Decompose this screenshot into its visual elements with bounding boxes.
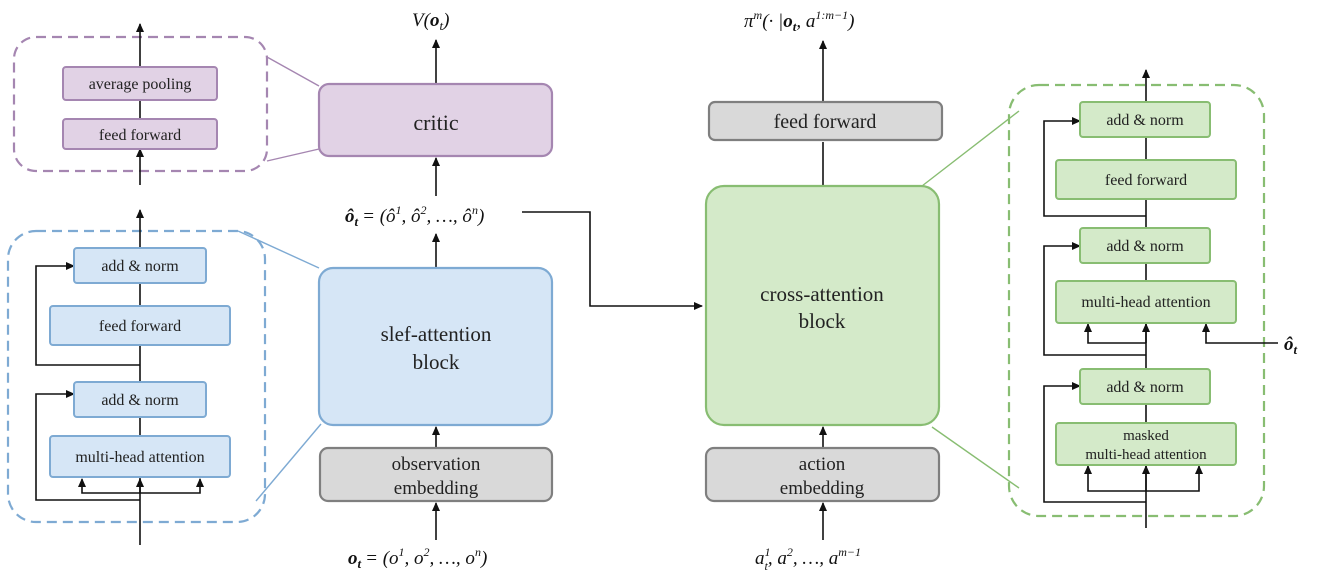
- decoder-side-input: ôt: [1284, 334, 1298, 357]
- critic-ff-box: [62, 118, 218, 150]
- obs-embedding-line1: observation: [392, 454, 481, 475]
- encoder-addnorm-bottom-box: [73, 381, 207, 418]
- critic-output: V(ot): [412, 10, 449, 33]
- encoder-zoom-line-top: [237, 230, 320, 269]
- encoder-detail-panel: add & norm feed forward add & norm multi…: [6, 209, 267, 545]
- decoder-ff-detail-label: feed forward: [1105, 172, 1187, 189]
- encoder-addnorm-bottom-label: add & norm: [101, 392, 179, 409]
- decoder-addnorm-mid-box: [1079, 227, 1211, 264]
- encoder-addnorm-top-box: [73, 247, 207, 284]
- decoder-ff-label: feed forward: [774, 111, 877, 133]
- cross-attention-box: [704, 184, 941, 427]
- encoder-zoom-line-bottom: [255, 423, 322, 502]
- decoder-addnorm-bottom-box: [1079, 368, 1211, 405]
- action-embedding-line1: action: [799, 454, 846, 475]
- obs-embedding-box: [318, 446, 554, 503]
- self-attention-label-line2: block: [413, 350, 460, 374]
- obs-embedding-line2: embedding: [394, 478, 479, 499]
- encoder-ff-label: feed forward: [99, 318, 181, 335]
- decoder-addnorm-top-box: [1079, 101, 1211, 138]
- decoder-masked-line2: multi-head attention: [1085, 447, 1207, 463]
- decoder-mha-label: multi-head attention: [1081, 294, 1210, 311]
- decoder-addnorm-mid-label: add & norm: [1106, 238, 1184, 255]
- decoder-addnorm-bottom-label: add & norm: [1106, 379, 1184, 396]
- critic-zoom-line-top: [266, 56, 320, 87]
- critic-label: critic: [413, 110, 458, 135]
- encoded-observation: ôt= (ô1, ô2, …, ôn): [345, 203, 484, 229]
- decoder-detail-frame: [1007, 83, 1266, 518]
- critic-detail-panel: feed forward average pooling: [12, 23, 269, 185]
- decoder-zoom-line-top: [921, 110, 1020, 187]
- action-embedding-line2: embedding: [780, 478, 865, 499]
- decoder-zoom-line-bottom: [931, 426, 1020, 489]
- encoder-detail-frame: [6, 229, 267, 524]
- cross-attention-label-line1: cross-attention: [760, 282, 884, 306]
- critic-ff-label: feed forward: [99, 127, 181, 144]
- encoder-ff-box: [49, 305, 231, 346]
- encoder-mha-box: [49, 435, 231, 478]
- decoder-addnorm-top-label: add & norm: [1106, 112, 1184, 129]
- critic-box: [317, 82, 554, 158]
- encoder-addnorm-top-label: add & norm: [101, 258, 179, 275]
- self-attention-box: [317, 266, 554, 427]
- decoder-ff-detail-box: [1055, 159, 1237, 200]
- encoder-mha-label: multi-head attention: [75, 449, 204, 466]
- action-embedding-box: [704, 446, 941, 503]
- decoder-masked-mha-box: [1055, 422, 1237, 466]
- critic-pool-label: average pooling: [89, 76, 192, 93]
- cross-attention-label-line2: block: [799, 309, 846, 333]
- observation-input: ot= (o1, o2, …, on): [348, 545, 487, 571]
- decoder-detail-panel: add & norm feed forward add & norm multi…: [1007, 69, 1278, 528]
- decoder-masked-line1: masked: [1123, 428, 1169, 444]
- critic-pool-box: [62, 66, 218, 101]
- decoder-ff-box: [707, 100, 944, 142]
- decoder-mha-box: [1055, 280, 1237, 324]
- self-attention-label-line1: slef-attention: [381, 322, 492, 346]
- critic-zoom-line-bottom: [266, 148, 320, 162]
- policy-output: πm(· |ot, a1:m−1): [744, 8, 854, 34]
